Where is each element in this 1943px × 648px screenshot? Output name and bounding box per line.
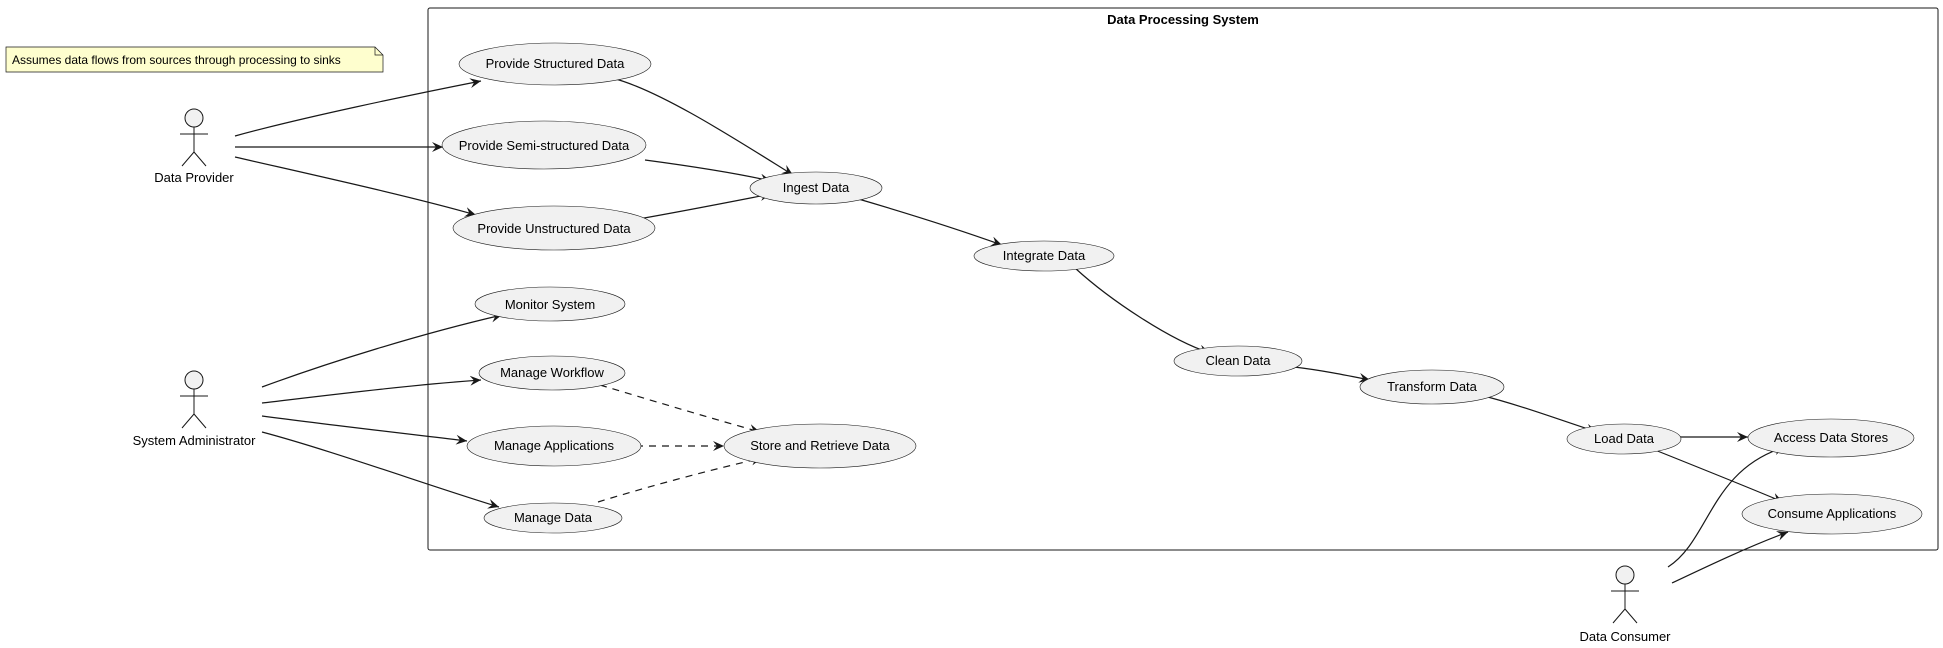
stick-figure-icon [180, 370, 208, 429]
assumption-note: Assumes data flows from sources through … [5, 46, 384, 73]
edge-data-store [597, 455, 763, 503]
use-case-unstructured-label: Provide Unstructured Data [477, 221, 631, 236]
use-case-access[interactable]: Access Data Stores [1747, 418, 1915, 458]
edge-provider-unstructured [234, 156, 477, 217]
use-case-consume-label: Consume Applications [1768, 506, 1897, 521]
edge-consumer-access [1667, 445, 1786, 568]
edge-transform-load [1479, 394, 1598, 434]
use-case-load[interactable]: Load Data [1566, 423, 1682, 455]
use-case-transform[interactable]: Transform Data [1359, 369, 1505, 405]
edge-admin-applications [261, 415, 468, 445]
edge-consumer-consume [1671, 531, 1789, 584]
use-case-monitor[interactable]: Monitor System [474, 286, 626, 322]
use-case-ingest-label: Ingest Data [783, 180, 850, 195]
use-case-structured-label: Provide Structured Data [486, 56, 626, 71]
use-case-workflow[interactable]: Manage Workflow [478, 355, 626, 391]
use-case-store-label: Store and Retrieve Data [750, 438, 890, 453]
use-case-store[interactable]: Store and Retrieve Data [723, 423, 917, 469]
use-case-access-label: Access Data Stores [1774, 430, 1889, 445]
stick-figure-icon [1611, 565, 1639, 624]
system-boundary: Data Processing System [427, 7, 1939, 551]
edge-unstructured-ingest [632, 191, 772, 221]
edge-workflow-store [599, 384, 761, 434]
use-case-unstructured[interactable]: Provide Unstructured Data [452, 205, 656, 251]
associations [234, 77, 1789, 584]
edge-load-consume [1654, 449, 1784, 503]
edge-ingest-integrate [854, 197, 1003, 247]
actor-data-provider[interactable]: Data Provider [154, 108, 234, 185]
note-text: Assumes data flows from sources through … [12, 53, 341, 67]
use-case-ingest[interactable]: Ingest Data [749, 171, 883, 205]
use-case-applications[interactable]: Manage Applications [466, 425, 642, 467]
use-case-integrate-label: Integrate Data [1003, 248, 1086, 263]
actor-system-administrator-label: System Administrator [133, 433, 256, 448]
use-case-load-label: Load Data [1594, 431, 1655, 446]
edge-admin-monitor [261, 312, 503, 388]
edge-admin-workflow [261, 375, 482, 404]
use-case-semi-structured[interactable]: Provide Semi-structured Data [441, 120, 647, 170]
edge-structured-ingest [611, 77, 794, 176]
edge-integrate-clean [1074, 267, 1211, 355]
use-case-clean-label: Clean Data [1205, 353, 1271, 368]
use-case-transform-label: Transform Data [1387, 379, 1478, 394]
use-case-manage-data[interactable]: Manage Data [483, 502, 623, 534]
edge-provider-structured [234, 78, 482, 137]
actor-data-provider-label: Data Provider [154, 170, 234, 185]
use-case-consume[interactable]: Consume Applications [1741, 493, 1923, 535]
use-case-applications-label: Manage Applications [494, 438, 614, 453]
edge-admin-data [261, 431, 500, 509]
use-case-structured[interactable]: Provide Structured Data [458, 42, 652, 86]
system-title: Data Processing System [1107, 12, 1259, 27]
actor-data-consumer-label: Data Consumer [1579, 629, 1671, 644]
use-case-semi-label: Provide Semi-structured Data [459, 138, 630, 153]
actor-data-consumer[interactable]: Data Consumer [1579, 565, 1671, 644]
stick-figure-icon [180, 108, 208, 167]
edge-clean-transform [1293, 366, 1371, 383]
actor-system-administrator[interactable]: System Administrator [133, 370, 256, 448]
use-case-manage-data-label: Manage Data [514, 510, 593, 525]
use-case-clean[interactable]: Clean Data [1173, 345, 1303, 377]
use-case-monitor-label: Monitor System [505, 297, 595, 312]
use-case-integrate[interactable]: Integrate Data [973, 240, 1115, 272]
edge-semi-ingest [644, 159, 772, 184]
use-case-workflow-label: Manage Workflow [500, 365, 604, 380]
